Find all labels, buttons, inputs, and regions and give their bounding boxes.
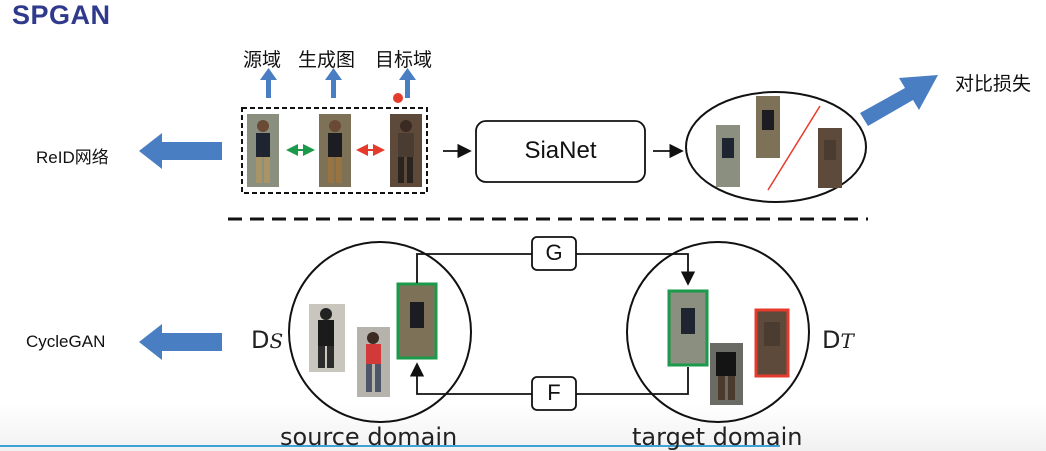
sianet-label: SiaNet xyxy=(524,137,597,164)
up-arrow-generated xyxy=(325,68,342,98)
f-input-line xyxy=(576,367,689,395)
person-generated xyxy=(319,114,351,187)
dt-label: DT xyxy=(822,326,854,354)
ds-main: D xyxy=(251,326,270,354)
bottom-strip xyxy=(0,404,1046,451)
source-generated-body xyxy=(410,302,424,328)
source-person-1 xyxy=(309,304,345,372)
cyclegan-arrow xyxy=(139,324,222,360)
person-pair-a xyxy=(716,125,740,187)
f-output-arrow xyxy=(409,362,532,395)
source-domain-label: source domain xyxy=(280,423,458,451)
progress-line xyxy=(0,445,780,447)
g-input-line xyxy=(416,253,532,283)
person-pair-b xyxy=(756,96,780,158)
loss-arrow xyxy=(860,75,938,126)
up-arrow-source xyxy=(260,68,277,98)
target-real-body xyxy=(764,322,780,346)
dt-sub: T xyxy=(840,329,854,353)
red-dot-marker xyxy=(393,93,403,103)
g-label: G xyxy=(545,240,563,265)
label-source-domain-cn: 源域 xyxy=(243,49,282,71)
slide-title: SPGAN xyxy=(12,0,111,30)
g-output-arrow xyxy=(576,253,696,286)
target-domain-label: target domain xyxy=(632,423,803,451)
reid-arrow xyxy=(139,133,222,169)
separation-line xyxy=(767,105,821,191)
dt-main: D xyxy=(822,326,841,354)
source-person-2 xyxy=(357,327,390,397)
person-source-1 xyxy=(247,114,279,187)
person-pair-c xyxy=(818,128,842,188)
label-contrast-loss: 对比损失 xyxy=(955,73,1032,95)
sianet-box xyxy=(475,120,646,183)
ds-label: DS xyxy=(251,326,283,354)
label-target-domain-cn: 目标域 xyxy=(375,49,433,71)
f-label: F xyxy=(547,380,561,405)
label-cyclegan: CycleGAN xyxy=(26,332,106,351)
target-domain-ellipse xyxy=(626,241,810,423)
target-generated-body xyxy=(681,308,695,334)
label-generated-cn: 生成图 xyxy=(298,49,356,71)
contrast-ellipse xyxy=(685,91,867,203)
target-person-1 xyxy=(710,343,743,405)
source-domain-ellipse xyxy=(288,241,472,423)
target-generated-person xyxy=(667,289,709,367)
person-target xyxy=(390,114,422,187)
triplet-box xyxy=(241,107,428,194)
ds-sub: S xyxy=(269,329,284,353)
up-arrow-target xyxy=(399,68,416,98)
label-reid-network: ReID网络 xyxy=(36,148,109,167)
